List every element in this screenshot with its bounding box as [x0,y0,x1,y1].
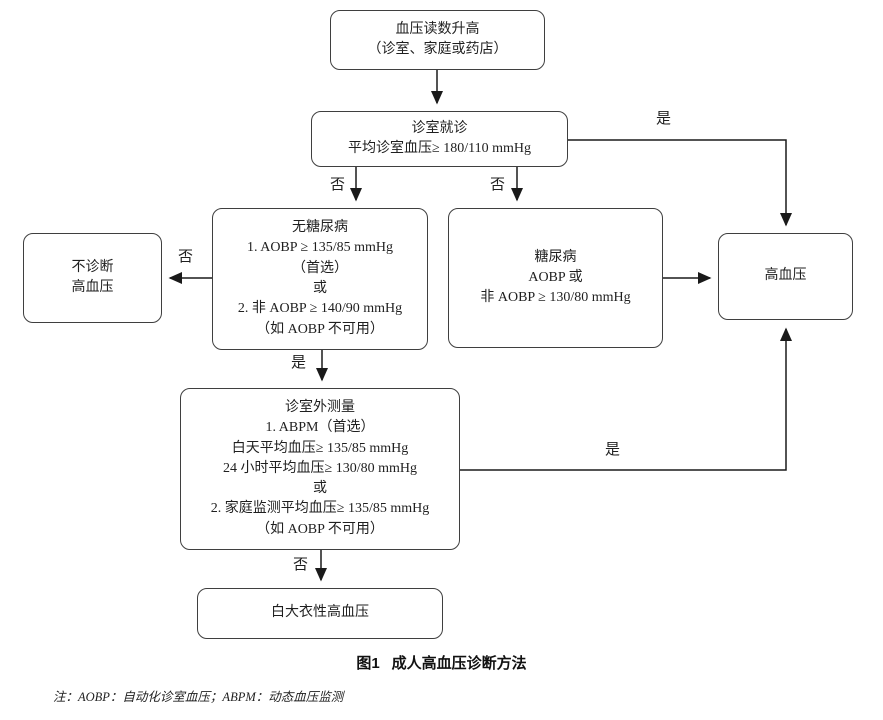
node-white-coat-hypertension: 白大衣性高血压 [197,588,443,639]
node-text-line: 诊室外测量 [285,399,355,415]
edge-label-no: 否 [178,249,194,265]
node-not-diagnosed-hypertension: 不诊断 高血压 [23,233,162,323]
node-office-visit: 诊室就诊 平均诊室血压≥ 180/110 mmHg [311,111,568,167]
edge-label-yes: 是 [656,111,672,127]
node-text-line: 平均诊室血压≥ 180/110 mmHg [348,141,531,156]
edge-label-yes: 是 [605,442,621,458]
edge-label-no: 否 [490,177,506,193]
node-text-line: 糖尿病 [534,249,577,265]
node-diabetes: 糖尿病 AOBP 或 非 AOBP ≥ 130/80 mmHg [448,208,663,348]
node-text-line: 2. 非 AOBP ≥ 140/90 mmHg [237,301,403,317]
node-text-line: 血压读数升高 [395,21,480,37]
node-text-line: 1. AOBP ≥ 135/85 mmHg [246,240,393,256]
node-text-line: AOBP 或 [528,269,583,285]
node-text-line: 诊室就诊 [411,120,468,136]
node-text-line: 非 AOBP ≥ 130/80 mmHg [480,290,631,306]
node-text-line: 白大衣性高血压 [271,605,369,621]
figure-caption-label: 图1 [356,655,380,672]
arrow-out-of-office-yes-to-htn [460,327,792,471]
node-text-line: 或 [313,281,327,296]
node-text-line: （首选） [292,260,348,276]
node-text-line: 1. ABPM（首选） [265,420,375,436]
node-text-line: （如 AOBP 不可用） [256,321,384,337]
node-no-diabetes: 无糖尿病 1. AOBP ≥ 135/85 mmHg （首选） 或 2. 非 A… [212,208,428,350]
figure-caption: 图1 成人高血压诊断方法 [0,652,883,673]
edge-label-no: 否 [293,557,309,573]
node-text-line: 高血压 [71,280,114,295]
node-text-line: （诊室、家庭或药店） [367,42,508,57]
figure-footnote: 注：AOBP：自动化诊室血压；ABPM：动态血压监测 [53,690,344,704]
node-text-line: 或 [313,481,327,497]
node-out-of-office-measurement: 诊室外测量 1. ABPM（首选） 白天平均血压≥ 135/85 mmHg 24… [180,388,460,550]
node-text-line: 无糖尿病 [292,220,348,236]
node-text-line: 2. 家庭监测平均血压≥ 135/85 mmHg [210,501,430,517]
node-text-line: 不诊断 [71,259,114,275]
node-text-line: 白天平均血压≥ 135/85 mmHg [231,440,409,456]
edge-label-no: 否 [330,177,346,193]
edge-label-yes: 是 [291,355,307,371]
node-text-line: 24 小时平均血压≥ 130/80 mmHg [223,460,417,476]
node-bp-elevated: 血压读数升高 （诊室、家庭或药店） [330,10,545,70]
figure-caption-title: 成人高血压诊断方法 [391,655,527,672]
node-text-line: （如 AOBP 不可用） [256,521,384,537]
node-hypertension: 高血压 [718,233,853,320]
node-text-line: 高血压 [764,268,807,284]
